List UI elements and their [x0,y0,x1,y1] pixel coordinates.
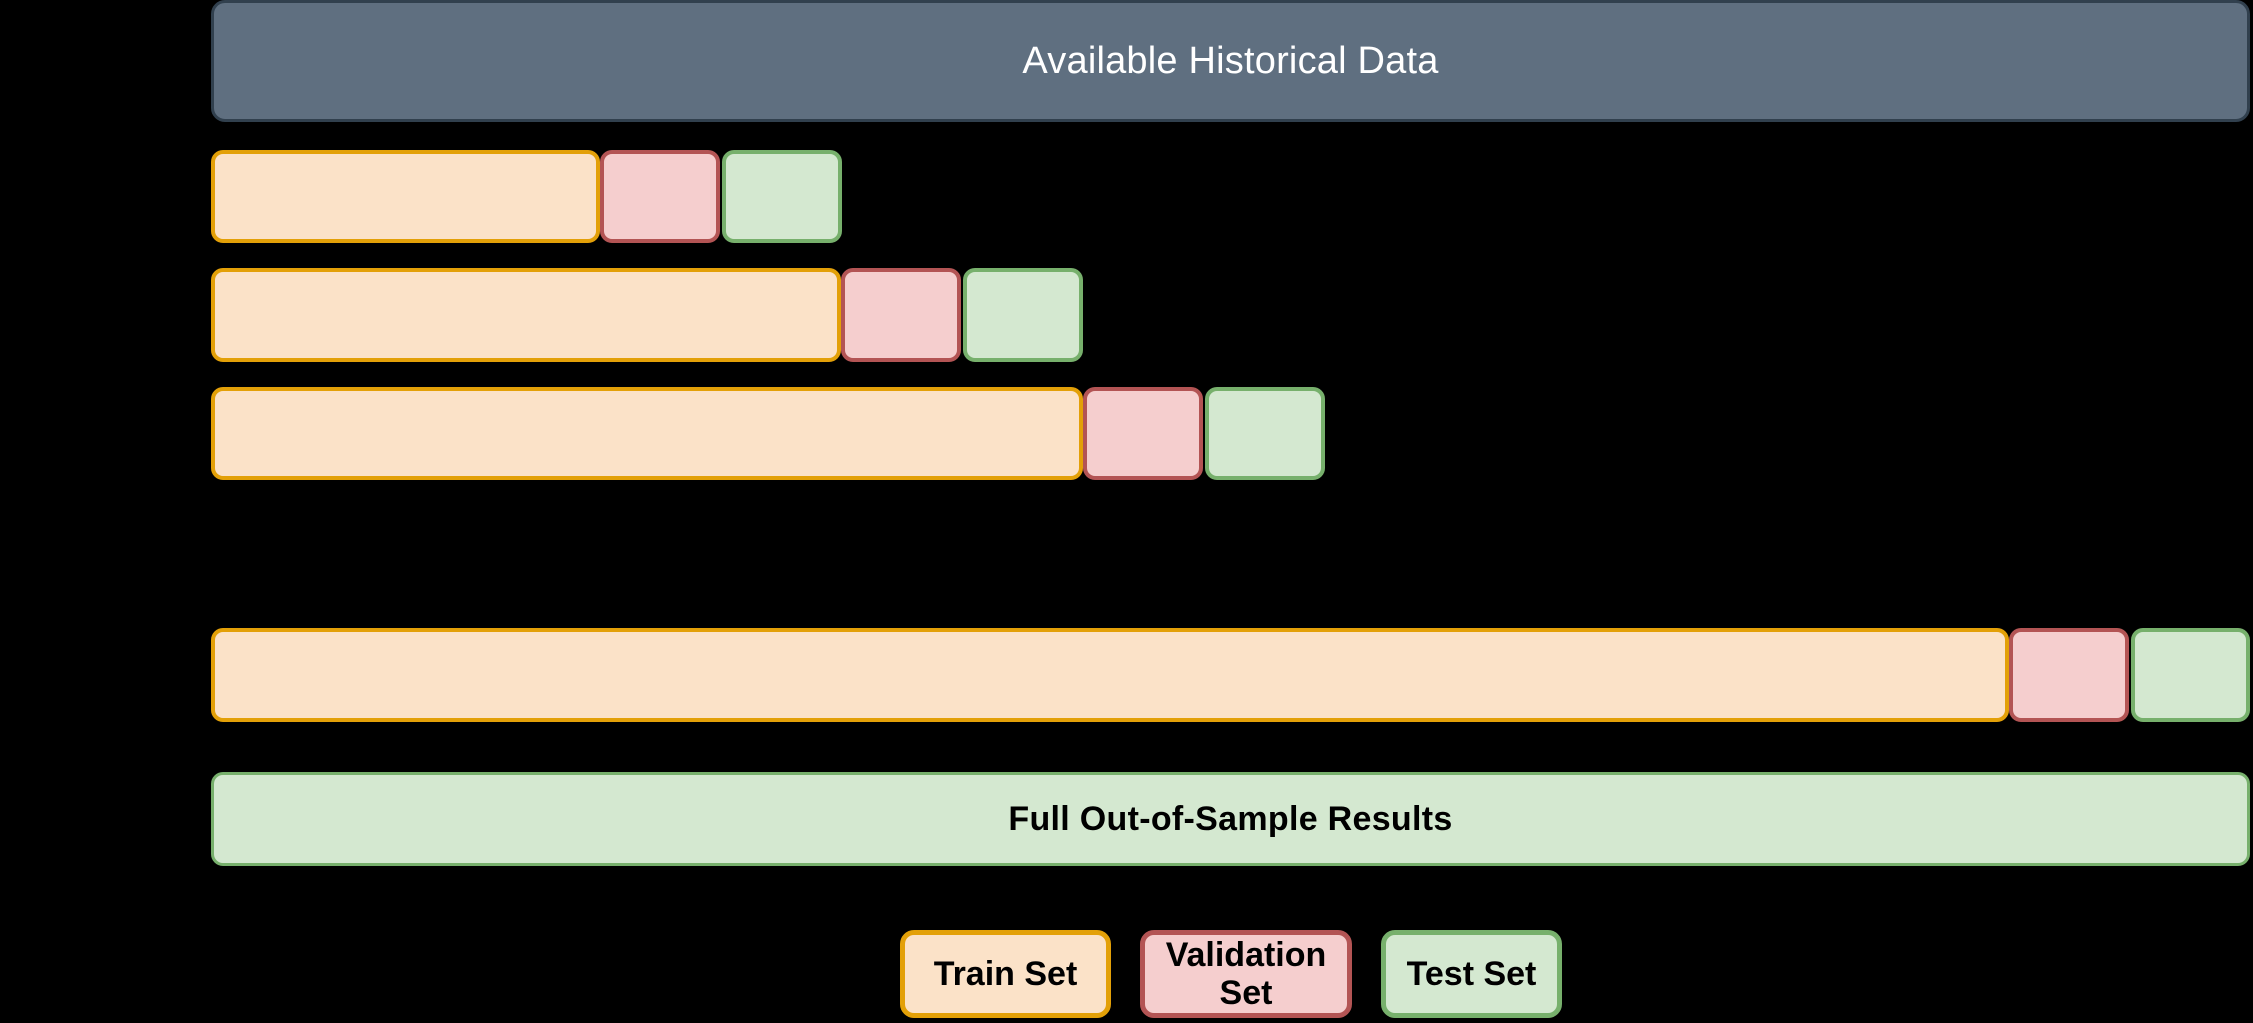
fold-2-validation-segment [841,268,961,362]
fold-2-train-segment [211,268,841,362]
available-historical-data-bar: Available Historical Data [211,0,2250,122]
legend-item-label: Validation Set [1165,935,1327,1012]
legend-item-validation-set: Validation Set [1140,930,1352,1018]
legend-item-test-set: Test Set [1381,930,1562,1018]
fold-1-train-segment [211,150,600,243]
full-out-of-sample-results-bar: Full Out-of-Sample Results [211,772,2250,866]
fold-3-validation-segment [1083,387,1203,480]
fold-final-validation-segment [2009,628,2129,722]
fold-final-train-segment [211,628,2009,722]
fold-1-validation-segment [600,150,720,243]
header-label: Available Historical Data [1022,39,1439,82]
fold-3-train-segment [211,387,1083,480]
results-label: Full Out-of-Sample Results [1008,799,1453,838]
fold-3-test-segment [1205,387,1325,480]
legend-item-train-set: Train Set [900,930,1111,1018]
legend-item-label: Train Set [933,954,1078,993]
fold-final-test-segment [2131,628,2250,722]
fold-1-test-segment [722,150,842,243]
legend-item-label: Test Set [1406,954,1537,993]
fold-2-test-segment [963,268,1083,362]
